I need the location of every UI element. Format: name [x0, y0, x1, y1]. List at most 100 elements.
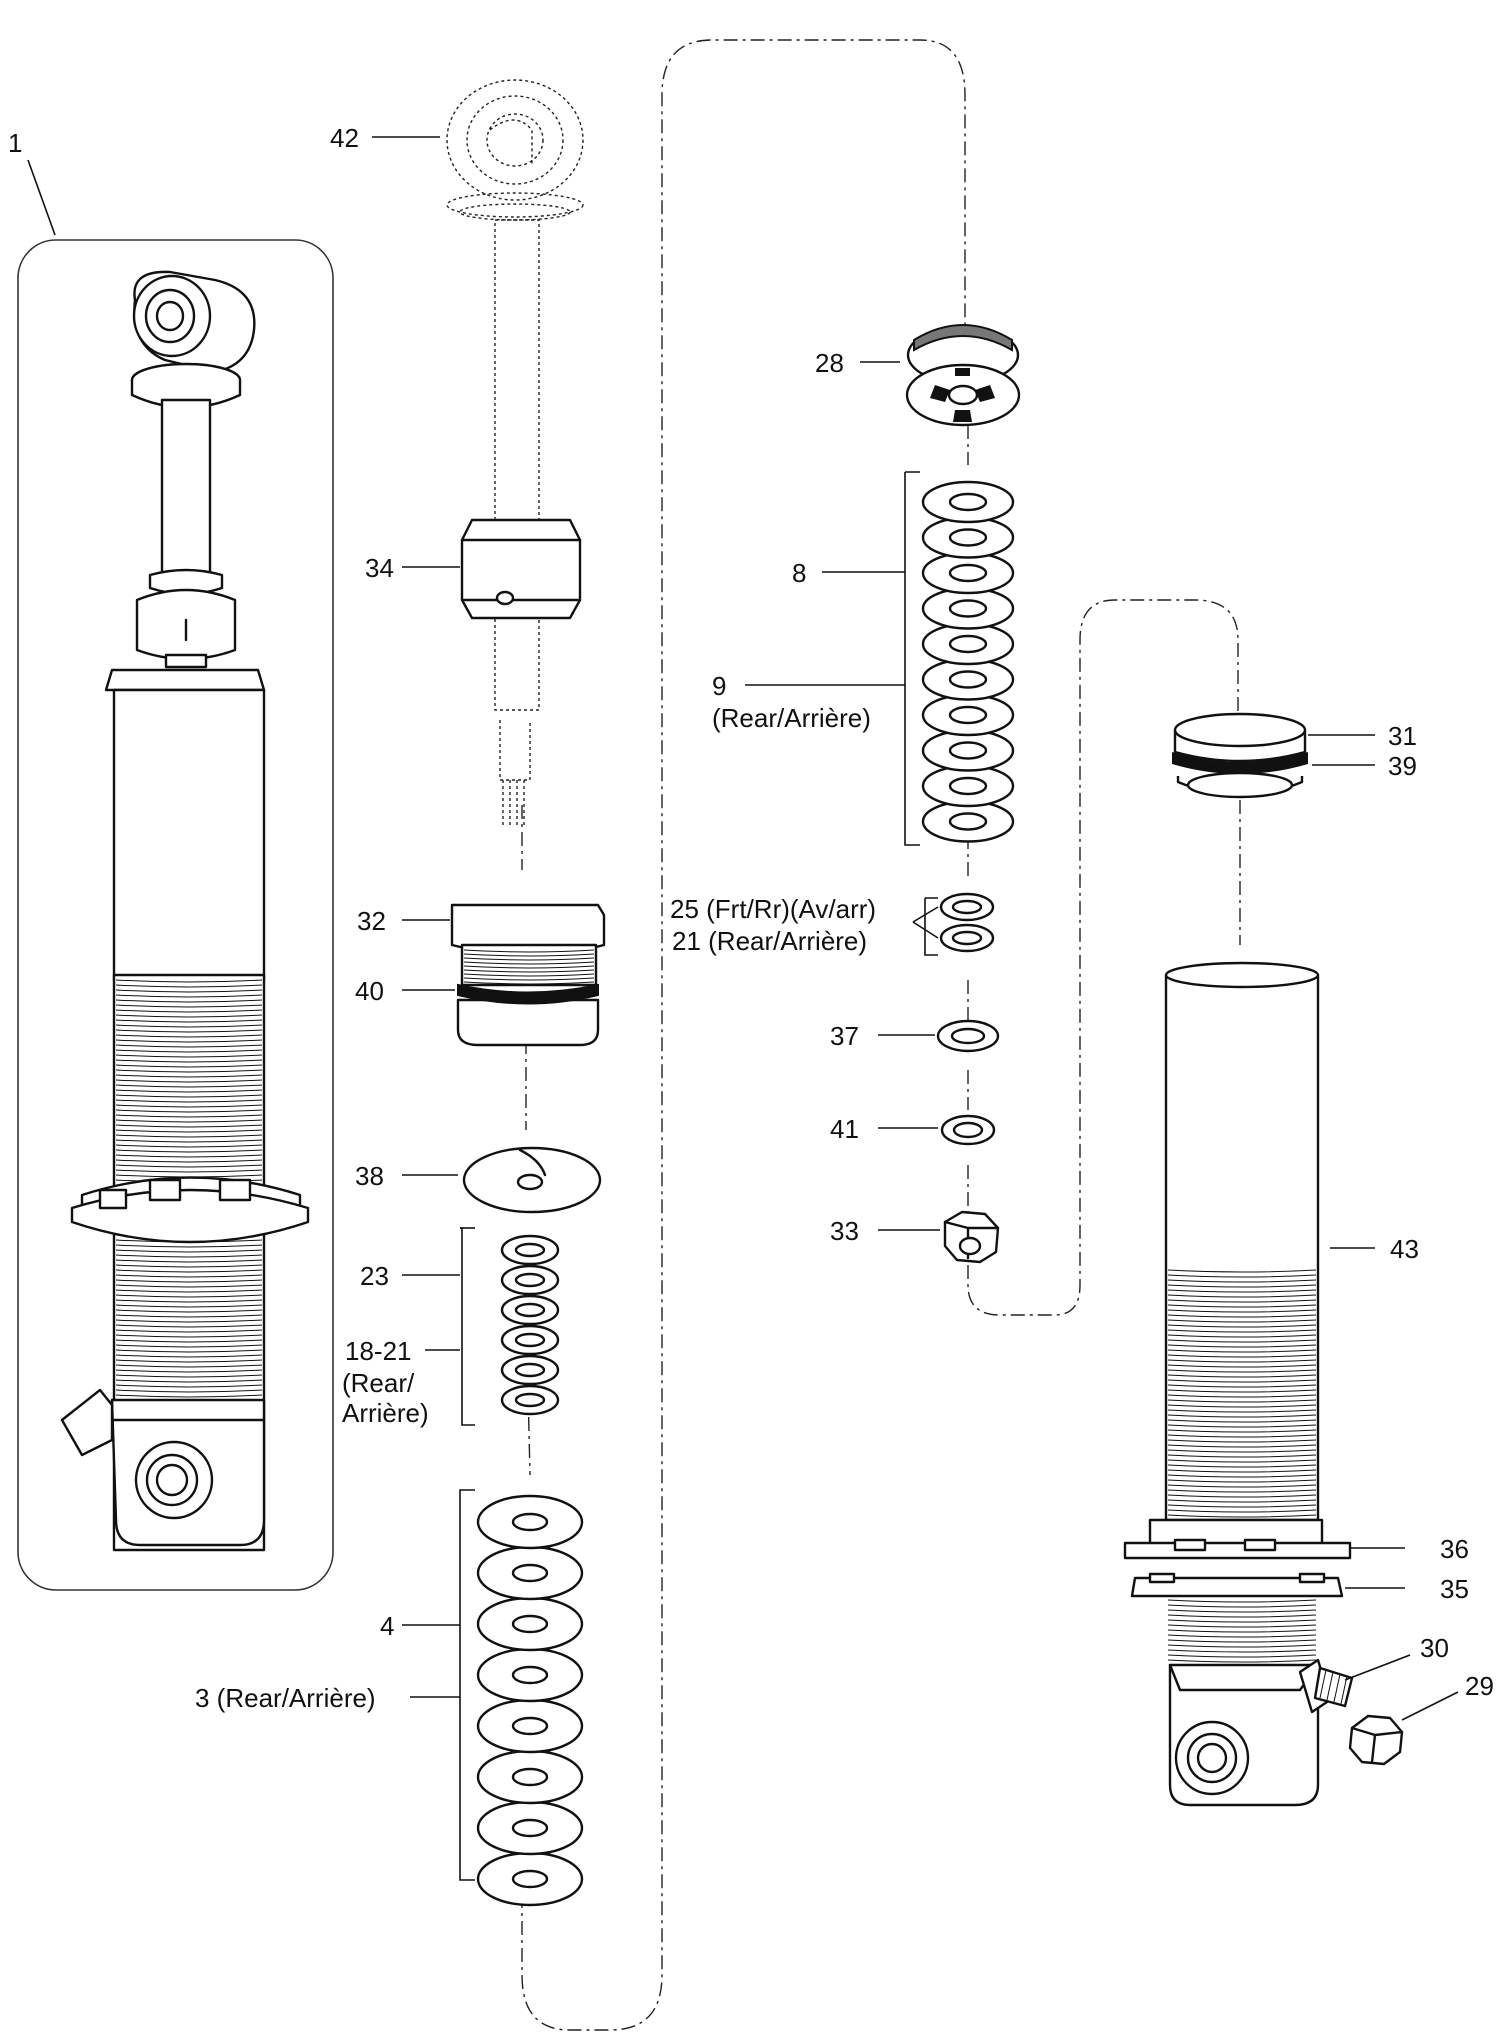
thread-line: [115, 1369, 263, 1373]
callout-25: 25 (Frt/Rr)(Av/arr): [670, 894, 876, 924]
part-33-nut: [943, 1210, 1000, 1264]
thread-line: [1167, 1429, 1317, 1433]
callout-31: 31: [1388, 721, 1417, 751]
callout-35: 35: [1440, 1574, 1469, 1604]
thread-line: [115, 1084, 263, 1088]
thread-line: [115, 1064, 263, 1068]
thread-line: [1167, 1624, 1317, 1628]
thread-line: [1167, 1279, 1317, 1283]
shim-hole: [948, 741, 988, 760]
thread-line: [115, 1354, 263, 1358]
thread-line: [115, 1289, 263, 1293]
callout-21: 21 (Rear/Arrière): [672, 926, 867, 956]
thread-line: [1167, 1609, 1317, 1613]
thread-line: [1167, 1424, 1317, 1428]
thread-line: [115, 994, 263, 998]
thread-line: [115, 1109, 263, 1113]
thread-line: [463, 973, 595, 977]
shim-hole: [514, 1362, 546, 1378]
callout-3: 3 (Rear/Arrière): [195, 1683, 376, 1713]
callout-34: 34: [365, 553, 394, 583]
shim-hole: [948, 705, 988, 725]
callout-1: 1: [8, 128, 22, 158]
thread-line: [1167, 1319, 1317, 1323]
shim-hole: [948, 492, 988, 512]
callout-36: 36: [1440, 1534, 1469, 1564]
thread-line: [115, 1134, 263, 1138]
thread-line: [115, 1319, 263, 1323]
thread-line: [463, 949, 595, 953]
part-36-preload-ring: [1123, 1518, 1352, 1560]
part-42-rod-eye: [446, 79, 584, 828]
thread-line: [115, 1279, 263, 1283]
part-41-washer: [940, 1114, 996, 1146]
thread-line: [1167, 1324, 1317, 1328]
thread-line: [115, 1094, 263, 1098]
thread-line: [1167, 1399, 1317, 1403]
part-35-lock-ring: [1130, 1572, 1344, 1598]
thread-line: [115, 989, 263, 993]
shim-hole: [511, 1665, 549, 1685]
thread-line: [463, 969, 595, 973]
thread-line: [115, 1104, 263, 1108]
thread-line: [115, 984, 263, 988]
assembly-path-nut-loop: [967, 599, 1239, 1316]
callout-30: 30: [1420, 1633, 1449, 1663]
callout-39: 39: [1388, 751, 1417, 781]
thread-line: [1167, 1474, 1317, 1478]
thread-line: [115, 1294, 263, 1298]
thread-line: [1167, 1289, 1317, 1293]
assembly-frame: [17, 239, 334, 1591]
thread-line: [115, 1069, 263, 1073]
shim-hole: [948, 634, 988, 654]
callout-labels: 1 42 34 32 40 38 23 18-21 (Rear/ Arrière…: [8, 123, 1494, 1713]
thread-line: [1167, 1334, 1317, 1338]
thread-line: [115, 999, 263, 1003]
thread-line: [1167, 1449, 1317, 1453]
thread-line: [1167, 1639, 1317, 1643]
thread-line: [1167, 1384, 1317, 1388]
thread-line: [1167, 1514, 1317, 1518]
thread-line: [1167, 1354, 1317, 1358]
callout-8: 8: [792, 558, 806, 588]
shim-hole: [514, 1302, 546, 1318]
shim-hole: [948, 776, 988, 796]
thread-line: [1167, 1659, 1317, 1663]
thread-line: [115, 1394, 263, 1398]
thread-line: [115, 1154, 263, 1158]
shim-hole: [948, 812, 988, 831]
thread-line: [1167, 1359, 1317, 1363]
leader-lines: [27, 136, 1459, 1881]
thread-line: [1167, 1604, 1317, 1608]
thread-line: [1167, 1504, 1317, 1508]
thread-line: [115, 1364, 263, 1368]
shim-hole: [511, 1563, 549, 1583]
thread-line: [1167, 1614, 1317, 1618]
callout-18-21-line3: Arrière): [342, 1398, 429, 1428]
thread-line: [115, 1054, 263, 1058]
thread-line: [1167, 1629, 1317, 1633]
thread-line: [1167, 1419, 1317, 1423]
part-21-shim: [939, 923, 995, 953]
thread-line: [1167, 1404, 1317, 1408]
thread-line: [1167, 1634, 1317, 1638]
thread-line: [115, 979, 263, 983]
thread-line: [1167, 1314, 1317, 1318]
thread-line: [115, 1309, 263, 1313]
part-38-washer: [462, 1146, 602, 1214]
thread-line: [115, 1374, 263, 1378]
thread-line: [115, 1254, 263, 1258]
shim-hole: [511, 1818, 549, 1838]
callout-23: 23: [360, 1261, 389, 1291]
callout-18-21-line2: (Rear/: [342, 1368, 415, 1398]
thread-line: [115, 1029, 263, 1033]
thread-line: [1167, 1434, 1317, 1438]
thread-line: [1167, 1509, 1317, 1513]
thread-line: [1167, 1284, 1317, 1288]
part-4-shim-stack: [476, 1494, 584, 1907]
thread-line: [115, 1159, 263, 1163]
callout-33: 33: [830, 1216, 859, 1246]
thread-line: [1167, 1444, 1317, 1448]
